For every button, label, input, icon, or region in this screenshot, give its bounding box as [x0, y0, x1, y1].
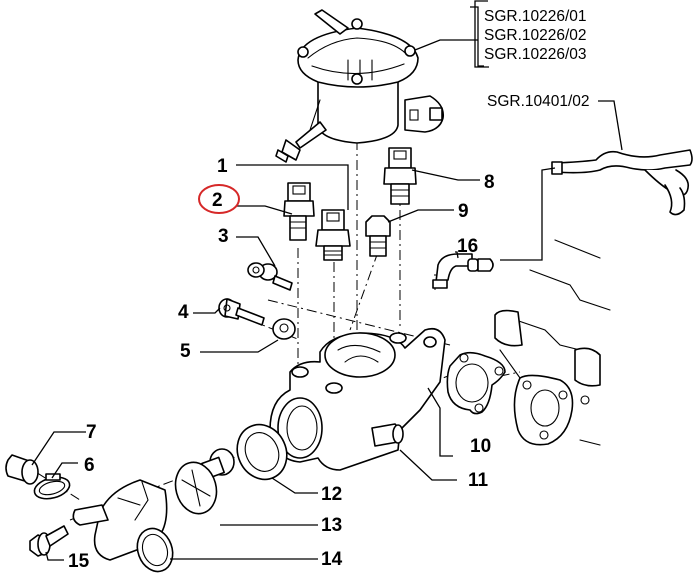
part-3-bolt-with-washer — [247, 262, 293, 291]
callout-6[interactable]: 6 — [84, 455, 95, 476]
callout-7[interactable]: 7 — [86, 422, 97, 443]
callout-10[interactable]: 10 — [470, 436, 491, 457]
leader-lines — [31, 6, 623, 561]
highlight-circle — [198, 184, 240, 214]
part-8-temperature-switch — [383, 147, 417, 205]
part-15-flange-bolt — [29, 525, 69, 557]
callout-11[interactable]: 11 — [468, 470, 489, 491]
callout-9[interactable]: 9 — [458, 201, 469, 222]
part-16-bleed-union — [432, 253, 494, 289]
callout-13[interactable]: 13 — [321, 515, 342, 536]
part-2-temperature-sensor — [283, 182, 315, 241]
reference-sgr-10226-01[interactable]: SGR.10226/01 — [484, 8, 587, 25]
part-13-thermostat — [174, 448, 235, 515]
part-5-washer — [272, 318, 296, 340]
callout-labels: 1 2 3 4 5 6 7 8 9 10 11 12 13 14 15 16 — [68, 156, 495, 572]
engine-cylinder-head — [494, 239, 611, 446]
reference-codes: SGR.10226/01 SGR.10226/02 SGR.10226/03 S… — [474, 0, 590, 110]
callout-12[interactable]: 12 — [321, 484, 342, 505]
callout-3[interactable]: 3 — [218, 226, 229, 247]
reference-sgr-10226-02[interactable]: SGR.10226/02 — [484, 27, 587, 44]
part-11-thermostat-housing — [269, 327, 446, 471]
part-7-hose-stub — [5, 454, 39, 485]
part-14-outlet-cover — [72, 479, 174, 573]
callout-15[interactable]: 15 — [68, 551, 90, 572]
callout-2[interactable]: 2 — [212, 190, 223, 211]
part-1-temperature-sender — [315, 209, 351, 261]
callout-16[interactable]: 16 — [457, 236, 478, 257]
reference-sgr-10226-03[interactable]: SGR.10226/03 — [484, 46, 587, 63]
callout-4[interactable]: 4 — [178, 302, 189, 323]
reference-sgr-10401-02[interactable]: SGR.10401/02 — [487, 93, 590, 110]
callout-14[interactable]: 14 — [321, 549, 343, 570]
part-12-seal-ring — [236, 423, 288, 481]
expansion-reservoir — [275, 9, 445, 163]
bleed-hose — [551, 149, 693, 216]
part-4-socket-head-screw — [218, 298, 265, 326]
callout-8[interactable]: 8 — [484, 172, 495, 193]
part-10-housing-gasket — [446, 351, 506, 415]
callout-5[interactable]: 5 — [180, 341, 191, 362]
callout-1[interactable]: 1 — [217, 156, 228, 177]
part-9-plug-bolt — [365, 215, 391, 257]
